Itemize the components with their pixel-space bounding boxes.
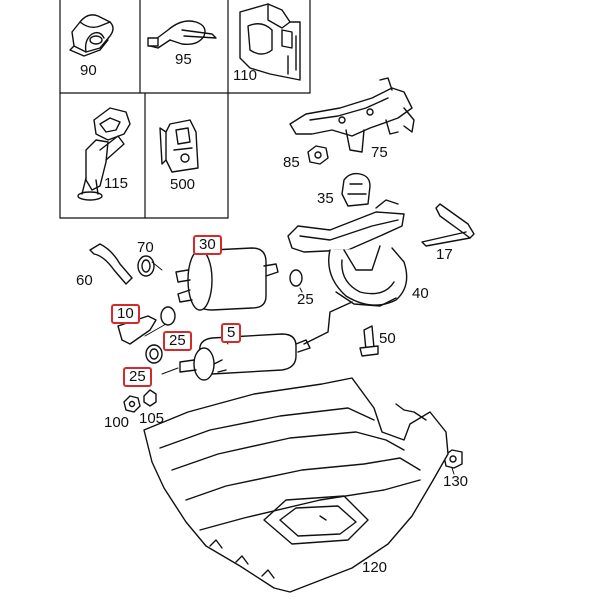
- highlighted-label-10[interactable]: 10: [111, 304, 140, 324]
- mounting-bracket-icon: [289, 77, 415, 153]
- fuel-pump-icon: [179, 301, 353, 381]
- holder-icon: [77, 107, 131, 201]
- part-label-70: 70: [137, 239, 154, 256]
- hose-clamp-icon: [145, 269, 303, 364]
- part-label-130: 130: [443, 473, 469, 490]
- spring-clip-icon: [159, 119, 199, 173]
- part-label-105: 105: [139, 410, 165, 427]
- part-label-95: 95: [175, 51, 192, 68]
- part-label-40: 40: [412, 285, 429, 302]
- part-label-60: 60: [76, 272, 93, 289]
- part-label-120: 120: [362, 559, 388, 576]
- highlighted-label-5[interactable]: 5: [221, 323, 242, 343]
- filter-holder-icon: [287, 199, 408, 307]
- highlighted-label-30[interactable]: 30: [193, 235, 222, 255]
- part-label-85: 85: [283, 154, 300, 171]
- part-label-50: 50: [379, 330, 396, 347]
- highlighted-label-25[interactable]: 25: [163, 331, 192, 351]
- carrier-tray-icon: [143, 377, 449, 593]
- part-label-115: 115: [104, 175, 128, 192]
- part-label-25: 25: [297, 291, 314, 308]
- rubber-mount-icon: [341, 172, 371, 207]
- part-label-500: 500: [170, 176, 196, 193]
- hose-clamp-icon: [137, 255, 155, 277]
- part-label-110: 110: [233, 67, 257, 84]
- highlighted-label-25b[interactable]: 25: [123, 367, 152, 387]
- part-label-90: 90: [80, 62, 97, 79]
- fuel-filter-icon: [175, 247, 279, 311]
- bracket-icon: [239, 3, 301, 81]
- cable-tie-icon: [147, 20, 217, 49]
- part-label-35: 35: [317, 190, 334, 207]
- nut-icon: [307, 145, 329, 165]
- part-label-100: 100: [104, 414, 130, 431]
- part-label-17: 17: [436, 246, 453, 263]
- hose-icon: [89, 243, 133, 285]
- pipe-icon: [421, 203, 475, 247]
- bolt-icon: [359, 325, 379, 357]
- nut-icon: [123, 389, 157, 413]
- clip-icon: [69, 14, 114, 57]
- part-label-75: 75: [371, 144, 388, 161]
- inset-frame: [59, 0, 311, 219]
